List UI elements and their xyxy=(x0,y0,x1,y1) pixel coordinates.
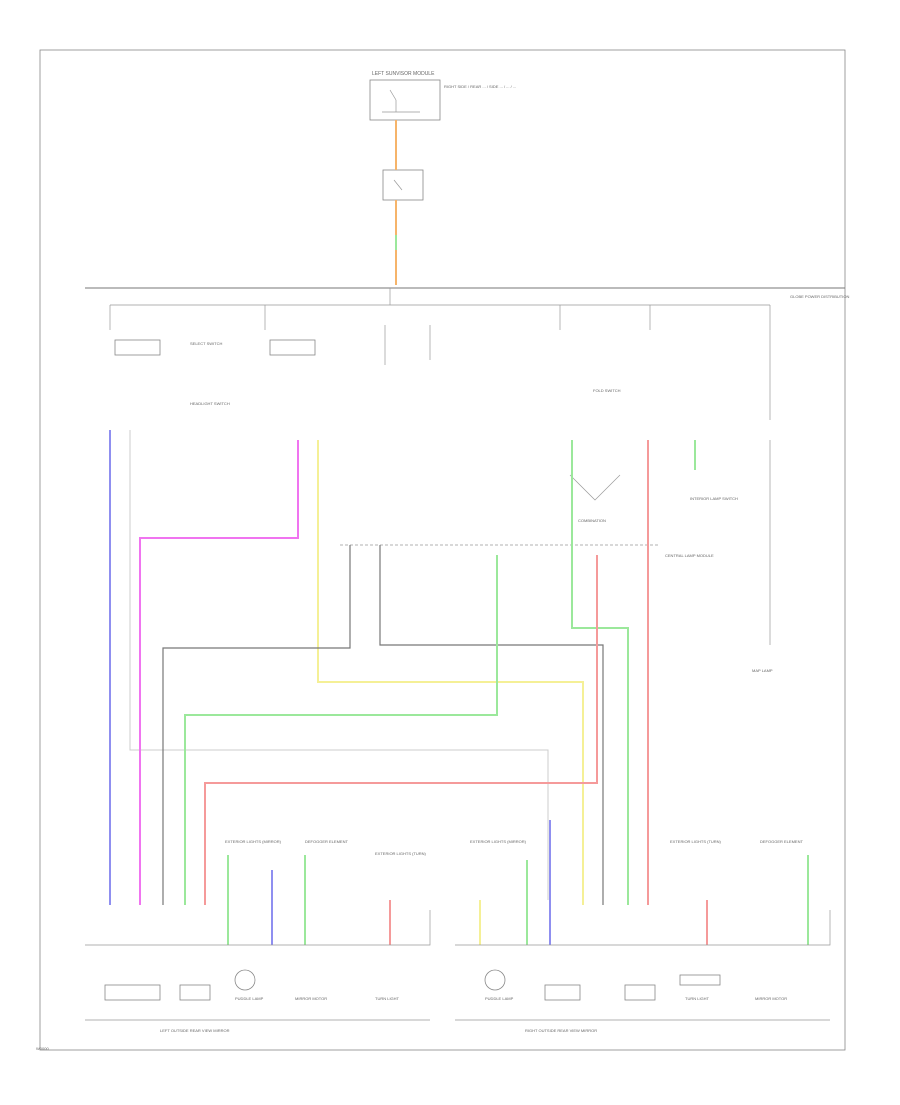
top-module-title: LEFT SUNVISOR MODULE xyxy=(372,71,435,77)
left-part-1: EXTERIOR LIGHTS (MIRROR) xyxy=(225,839,282,844)
right-part-5: DEFOGGER ELEMENT xyxy=(760,839,803,844)
right-mirror-title: RIGHT OUTSIDE REAR VIEW MIRROR xyxy=(525,1028,597,1033)
top-module: LEFT SUNVISOR MODULE RIGHT SIDE / REAR .… xyxy=(369,71,516,201)
left-part-4: MIRROR MOTOR xyxy=(295,996,327,1001)
ground-label: GLOBE POWER DISTRIBUTION xyxy=(790,294,849,299)
switch-row: SELECT SWITCH HEADLIGHT SWITCH FOLD SWIT… xyxy=(109,305,771,523)
right-mirror-assembly: RIGHT OUTSIDE REAR VIEW MIRROR EXTERIOR … xyxy=(455,839,831,1033)
headlight-switch-label: HEADLIGHT SWITCH xyxy=(190,401,230,406)
corner-code: W0000 xyxy=(36,1046,49,1051)
left-part-3: DEFOGGER ELEMENT xyxy=(305,839,348,844)
control-module-label: CENTRAL LAMP MODULE xyxy=(665,553,714,558)
wire-gray-left xyxy=(162,545,351,905)
wire-red-left xyxy=(204,555,598,905)
lamp-label: MAP LAMP xyxy=(752,668,773,673)
left-part-2: PUDDLE LAMP xyxy=(235,996,264,1001)
wire-green-right xyxy=(571,440,629,905)
right-part-1: EXTERIOR LIGHTS (MIRROR) xyxy=(470,839,527,844)
combination-label: COMBINATION xyxy=(578,518,606,523)
wire-gray-right xyxy=(379,545,604,905)
right-part-4: TURN LIGHT xyxy=(685,996,710,1001)
wire-green-left xyxy=(184,555,498,905)
wire-yellow xyxy=(317,440,584,905)
right-part-3: EXTERIOR LIGHTS (TURN) xyxy=(670,839,722,844)
wire-white xyxy=(129,430,549,900)
left-part-5: EXTERIOR LIGHTS (TURN) xyxy=(375,851,427,856)
right-part-6: MIRROR MOTOR xyxy=(755,996,787,1001)
left-part-6: TURN LIGHT xyxy=(375,996,400,1001)
top-module-notes: RIGHT SIDE / REAR ... / SIDE ... / ... /… xyxy=(444,84,516,89)
interior-switch-label: INTERIOR LAMP SWITCH xyxy=(690,496,738,501)
fold-switch-label: FOLD SWITCH xyxy=(593,388,621,393)
wires xyxy=(109,430,809,945)
right-part-2: PUDDLE LAMP xyxy=(485,996,514,1001)
left-mirror-title: LEFT OUTSIDE REAR VIEW MIRROR xyxy=(160,1028,230,1033)
wire-magenta xyxy=(139,440,299,905)
diagram-frame xyxy=(39,49,846,1051)
hi-lo-switch-label: SELECT SWITCH xyxy=(190,341,222,346)
left-mirror-assembly: LEFT OUTSIDE REAR VIEW MIRROR EXTERIOR L… xyxy=(85,839,431,1033)
